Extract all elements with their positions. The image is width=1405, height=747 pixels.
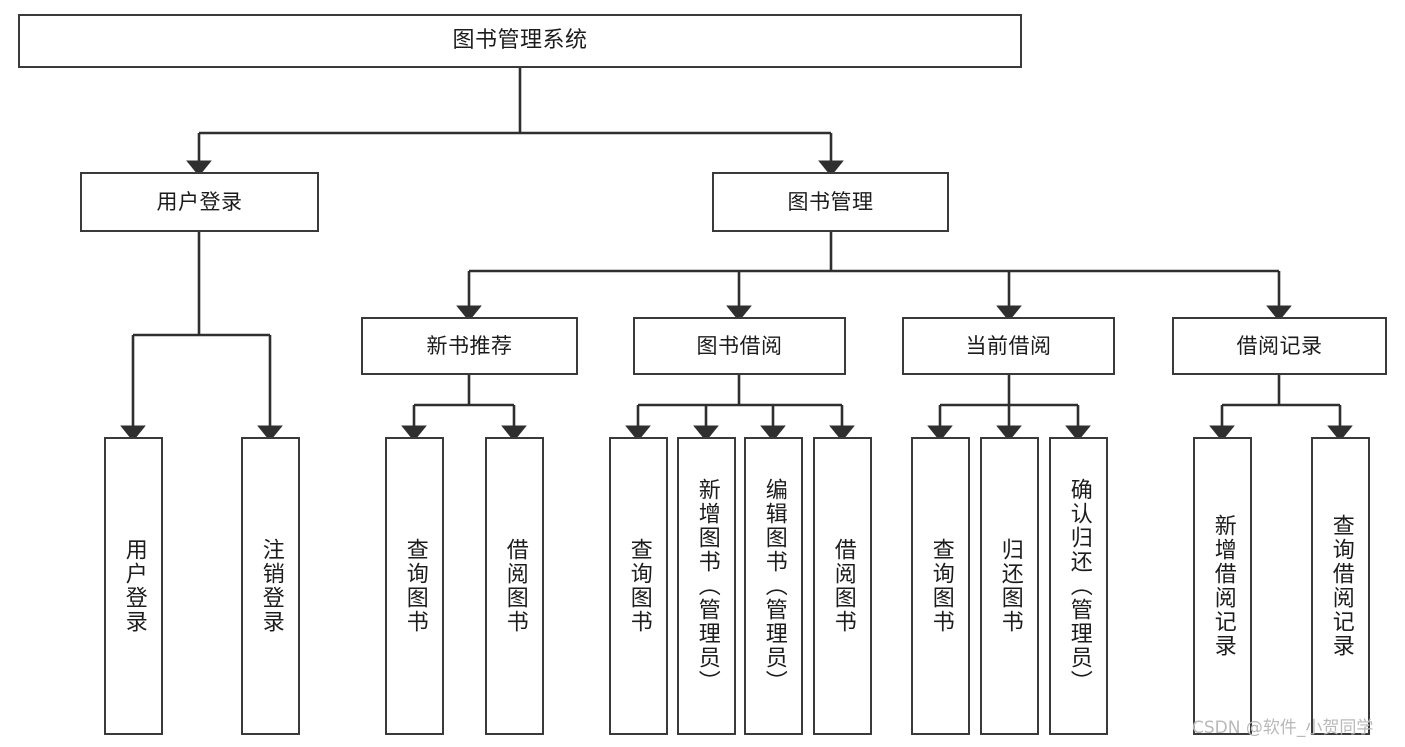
node-book-borrow-label: 图书借阅 xyxy=(696,333,783,358)
node-current-borrow[interactable]: 当前借阅 xyxy=(902,317,1115,375)
leaf-borrow-book-label: 借阅图书 xyxy=(830,538,856,634)
leaf-new-book-borrow-label: 借阅图书 xyxy=(502,538,528,634)
leaf-logout-label: 注销登录 xyxy=(258,538,284,634)
leaf-user-login-label: 用户登录 xyxy=(121,538,147,634)
node-root[interactable]: 图书管理系统 xyxy=(18,14,1022,68)
node-borrow-record-label: 借阅记录 xyxy=(1236,333,1323,358)
leaf-logout[interactable]: 注销登录 xyxy=(241,437,300,735)
watermark: CSDN @软件_小贺同学 xyxy=(1192,718,1374,738)
leaf-borrow-query-book-label: 查询图书 xyxy=(626,538,652,634)
leaf-query-borrow-record[interactable]: 查询借阅记录 xyxy=(1311,437,1370,735)
node-new-book-recommend-label: 新书推荐 xyxy=(426,333,513,358)
leaf-borrow-book[interactable]: 借阅图书 xyxy=(813,437,872,735)
leaf-current-query-book-label: 查询图书 xyxy=(928,538,954,634)
leaf-return-book[interactable]: 归还图书 xyxy=(980,437,1039,735)
node-book-management-label: 图书管理 xyxy=(787,189,874,214)
leaf-confirm-return-admin-label: 确认归还（管理员） xyxy=(1066,478,1092,694)
leaf-new-book-query-label: 查询图书 xyxy=(402,538,428,634)
node-new-book-recommend[interactable]: 新书推荐 xyxy=(361,317,578,375)
leaf-add-book-admin[interactable]: 新增图书（管理员） xyxy=(677,437,736,735)
node-book-management[interactable]: 图书管理 xyxy=(712,172,949,232)
leaf-new-book-query[interactable]: 查询图书 xyxy=(385,437,444,735)
node-current-borrow-label: 当前借阅 xyxy=(965,333,1052,358)
leaf-query-borrow-record-label: 查询借阅记录 xyxy=(1328,514,1354,658)
leaf-new-book-borrow[interactable]: 借阅图书 xyxy=(485,437,544,735)
leaf-edit-book-admin-label: 编辑图书（管理员） xyxy=(761,478,787,694)
node-user-login-label: 用户登录 xyxy=(156,189,243,214)
leaf-current-query-book[interactable]: 查询图书 xyxy=(911,437,970,735)
leaf-add-book-admin-label: 新增图书（管理员） xyxy=(694,478,720,694)
leaf-add-borrow-record-label: 新增借阅记录 xyxy=(1210,514,1236,658)
leaf-confirm-return-admin[interactable]: 确认归还（管理员） xyxy=(1049,437,1108,735)
node-user-login[interactable]: 用户登录 xyxy=(80,172,319,232)
leaf-user-login[interactable]: 用户登录 xyxy=(104,437,163,735)
leaf-return-book-label: 归还图书 xyxy=(997,538,1023,634)
leaf-edit-book-admin[interactable]: 编辑图书（管理员） xyxy=(744,437,803,735)
leaf-borrow-query-book[interactable]: 查询图书 xyxy=(609,437,668,735)
leaf-add-borrow-record[interactable]: 新增借阅记录 xyxy=(1193,437,1252,735)
node-book-borrow[interactable]: 图书借阅 xyxy=(633,317,846,375)
node-root-label: 图书管理系统 xyxy=(452,28,588,54)
node-borrow-record[interactable]: 借阅记录 xyxy=(1172,317,1387,375)
